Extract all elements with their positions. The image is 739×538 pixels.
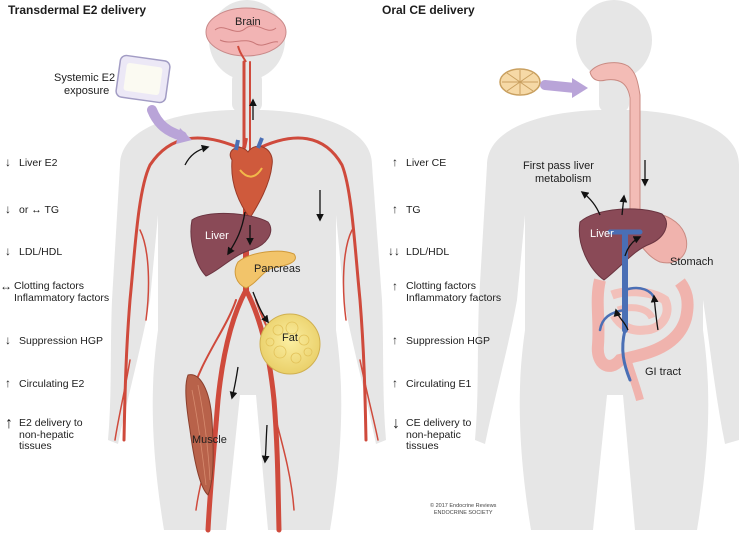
arteries (114, 60, 379, 533)
systemic-label: Systemic E2 (54, 72, 116, 84)
pancreas (234, 250, 296, 289)
right-effect-item: ↑Circulating E1 (392, 376, 472, 390)
portal-vein (598, 229, 657, 382)
liver (190, 213, 272, 277)
left-effect-item: ↓Suppression HGP (5, 333, 104, 347)
oral-pill (499, 68, 541, 96)
flow-arrows-right (580, 160, 659, 331)
exposure-label: exposure (64, 85, 110, 97)
left-panel-title: Transdermal E2 delivery (8, 3, 147, 17)
right-effect-item: ↑TG (392, 202, 421, 216)
flow-arrows-left (184, 98, 324, 464)
pill-arrow (540, 80, 580, 93)
left-effect-item: ↓Liver E2 (5, 155, 58, 169)
pancreas-label: Pancreas (254, 263, 301, 275)
brain (205, 7, 287, 63)
first-pass-label-1: First pass liver (523, 160, 594, 172)
first-pass-label-2: metabolism (535, 173, 592, 185)
left-effect-item: ↓or ↔ TG (5, 202, 60, 216)
right-effect-item: ↓↓LDL/HDL (388, 244, 450, 258)
liver-right-label: Liver (590, 228, 614, 240)
right-panel-title: Oral CE delivery (382, 3, 475, 17)
right-effect-item: ↑Suppression HGP (392, 333, 491, 347)
brain-label: Brain (235, 16, 261, 28)
left-effect-item: ↓LDL/HDL (5, 244, 63, 258)
liver-label: Liver (205, 230, 229, 242)
right-body-silhouette (475, 0, 739, 530)
left-effect-item: ↑Circulating E2 (5, 376, 85, 390)
fat-tissue (259, 313, 321, 375)
stomach-label: Stomach (670, 256, 714, 268)
transdermal-patch (115, 54, 171, 104)
heart (229, 137, 273, 219)
muscle-label: Muscle (192, 434, 227, 446)
right-effect-item: ↑Liver CE (392, 155, 447, 169)
gi-tract-label: GI tract (645, 366, 682, 378)
fat-label: Fat (282, 332, 298, 344)
